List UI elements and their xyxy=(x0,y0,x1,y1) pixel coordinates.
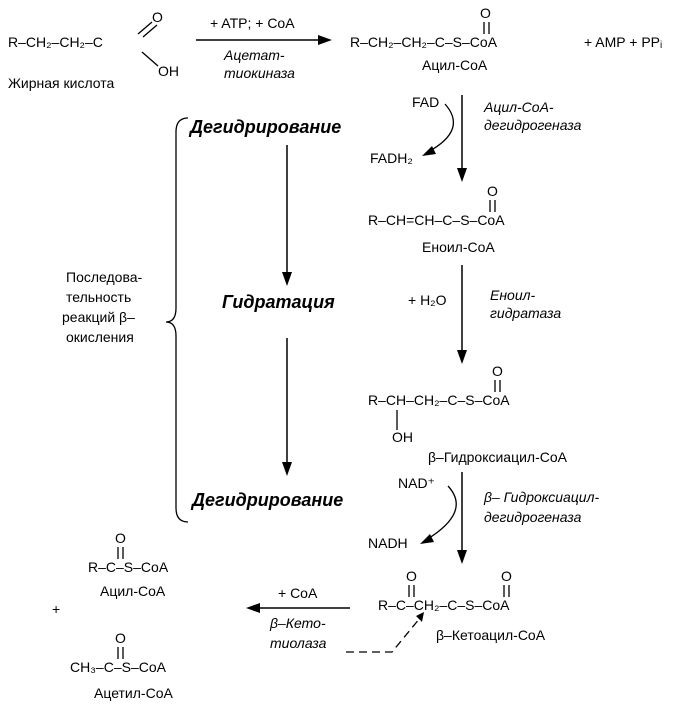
curly-brace xyxy=(165,117,189,523)
stage-dehydrogenation: Дегидрирование xyxy=(188,117,341,137)
carbonyl-oxygen: O xyxy=(152,9,163,25)
brace-label-line3: реакций β– xyxy=(62,309,135,325)
carbonyl-oxygen: O xyxy=(492,363,503,379)
activation-enzyme-line1: Ацетат- xyxy=(223,47,285,63)
dehydrogenation1-enzyme-line2: дегидрогеназа xyxy=(484,117,582,133)
water-reagent: + H₂O xyxy=(408,292,447,308)
arrow-head xyxy=(318,35,332,45)
acyl-coa-top: R–CH₂–CH₂–C–S–CoA O + AMP + PPᵢ Ацил-CoA xyxy=(350,5,662,73)
fadh2-label: FADH₂ xyxy=(370,150,413,166)
enoyl-coa-name: Еноил-CoA xyxy=(422,239,495,255)
carbonyl-oxygen-left: O xyxy=(406,568,417,584)
acetyl-coa-formula: CH₃–C–S–CoA xyxy=(70,659,167,675)
thiolysis-enzyme-line1: β–Кето- xyxy=(269,615,326,631)
enoyl-coa-formula: R–CH=CH–C–S–CoA xyxy=(368,212,505,228)
activation-reagents: + ATP; + CoA xyxy=(210,15,295,31)
hydroxyacyl-coa: R–CH–CH₂–C–S–CoA O OH β–Гидроксиацил-CoA xyxy=(368,363,568,465)
ketoacyl-coa-formula: R–C–CH₂–C–S–CoA xyxy=(378,597,510,613)
acyl-coa-name: Ацил-CoA xyxy=(422,57,488,73)
hydroxyacyl-coa-formula: R–CH–CH₂–C–S–CoA xyxy=(368,392,510,408)
activation-enzyme-line2: тиокиназа xyxy=(224,65,295,81)
arrow-head xyxy=(457,168,467,182)
products-plus: + xyxy=(52,601,60,617)
brace-label-line2: тельность xyxy=(66,289,131,305)
dehydrogenation1-enzyme-line1: Ацил-CoA- xyxy=(483,99,554,115)
acetyl-coa: CH₃–C–S–CoA O Ацетил-CoA xyxy=(70,630,173,701)
thiolysis-enzyme-line2: тиолаза xyxy=(270,635,327,651)
activation-step: + ATP; + CoA Ацетат- тиокиназа xyxy=(196,15,332,81)
enoyl-coa: R–CH=CH–C–S–CoA O Еноил-CoA xyxy=(368,183,505,255)
attack-dashed-arrow xyxy=(346,617,421,653)
carbonyl-oxygen: O xyxy=(487,183,498,199)
carbonyl-bond xyxy=(137,21,153,35)
arrow-head xyxy=(282,462,292,476)
stage-hydration: Гидратация xyxy=(222,292,335,312)
arrow-head xyxy=(246,603,260,613)
ketoacyl-coa: R–C–CH₂–C–S–CoA O O β–Кетоацил-CoA xyxy=(378,568,546,643)
acyl-coa-formula: R–CH₂–CH₂–C–S–CoA xyxy=(350,34,498,50)
acetyl-coa-name: Ацетил-CoA xyxy=(94,685,173,701)
fatty-acid-formula: R–CH₂–CH₂–C xyxy=(8,34,103,50)
hydration-step: + H₂O Еноил- гидратаза xyxy=(408,265,561,364)
dehydrogenation2-enzyme-line1: β– Гидроксиацил- xyxy=(483,489,599,505)
carbonyl-oxygen: O xyxy=(115,530,126,546)
hydroxyl-group: OH xyxy=(158,63,179,79)
dehydrogenation2-step: NAD⁺ NADH β– Гидроксиацил- дегидрогеназа xyxy=(368,472,599,564)
arrow-head xyxy=(422,146,436,156)
hydroxyl-group: OH xyxy=(392,429,413,445)
hydration-enzyme-line2: гидратаза xyxy=(490,305,561,321)
hydroxyacyl-coa-name: β–Гидроксиацил-CoA xyxy=(428,449,568,465)
acyl-coa-product: R–C–S–CoA O Ацил-CoA xyxy=(88,530,169,599)
brace-label-line4: окисления xyxy=(66,329,134,345)
hydration-enzyme-line1: Еноил- xyxy=(490,287,536,303)
carbonyl-oxygen: O xyxy=(115,630,126,646)
acyl-coa-product-formula: R–C–S–CoA xyxy=(88,559,169,575)
side-products: + AMP + PPᵢ xyxy=(584,34,662,50)
ketoacyl-coa-name: β–Кетоацил-CoA xyxy=(436,627,546,643)
thiolysis-step: + CoA β–Кето- тиолаза xyxy=(246,585,424,653)
arrow-head xyxy=(282,272,292,286)
stage-dehydrogenation-2: Дегидрирование xyxy=(190,490,343,510)
arrow-head xyxy=(457,350,467,364)
fatty-acid-name: Жирная кислота xyxy=(8,75,115,91)
nad-label: NAD⁺ xyxy=(398,475,435,491)
stage-labels: Дегидрирование Гидратация Дегидрирование xyxy=(188,117,343,510)
fad-curved-arrow xyxy=(427,103,454,153)
brace-label-line1: Последова- xyxy=(66,269,143,285)
carbonyl-oxygen: O xyxy=(480,5,491,21)
dehydrogenation1-step: FAD FADH₂ Ацил-CoA- дегидрогеназа xyxy=(370,94,582,182)
acyl-coa-product-name: Ацил-CoA xyxy=(100,583,166,599)
reaction-sequence-brace: Последова- тельность реакций β– окислени… xyxy=(62,117,189,523)
carbonyl-oxygen-right: O xyxy=(501,568,512,584)
arrow-head xyxy=(416,612,424,622)
nadh-label: NADH xyxy=(368,535,408,551)
hydroxyl-bond xyxy=(141,51,159,67)
nad-curved-arrow xyxy=(425,485,457,541)
coa-reagent: + CoA xyxy=(278,585,318,601)
arrow-head xyxy=(457,550,467,564)
fad-label: FAD xyxy=(412,94,439,110)
fatty-acid: R–CH₂–CH₂–C O OH Жирная кислота xyxy=(8,9,179,91)
dehydrogenation2-enzyme-line2: дегидрогеназа xyxy=(484,509,582,525)
arrow-head xyxy=(420,534,434,544)
